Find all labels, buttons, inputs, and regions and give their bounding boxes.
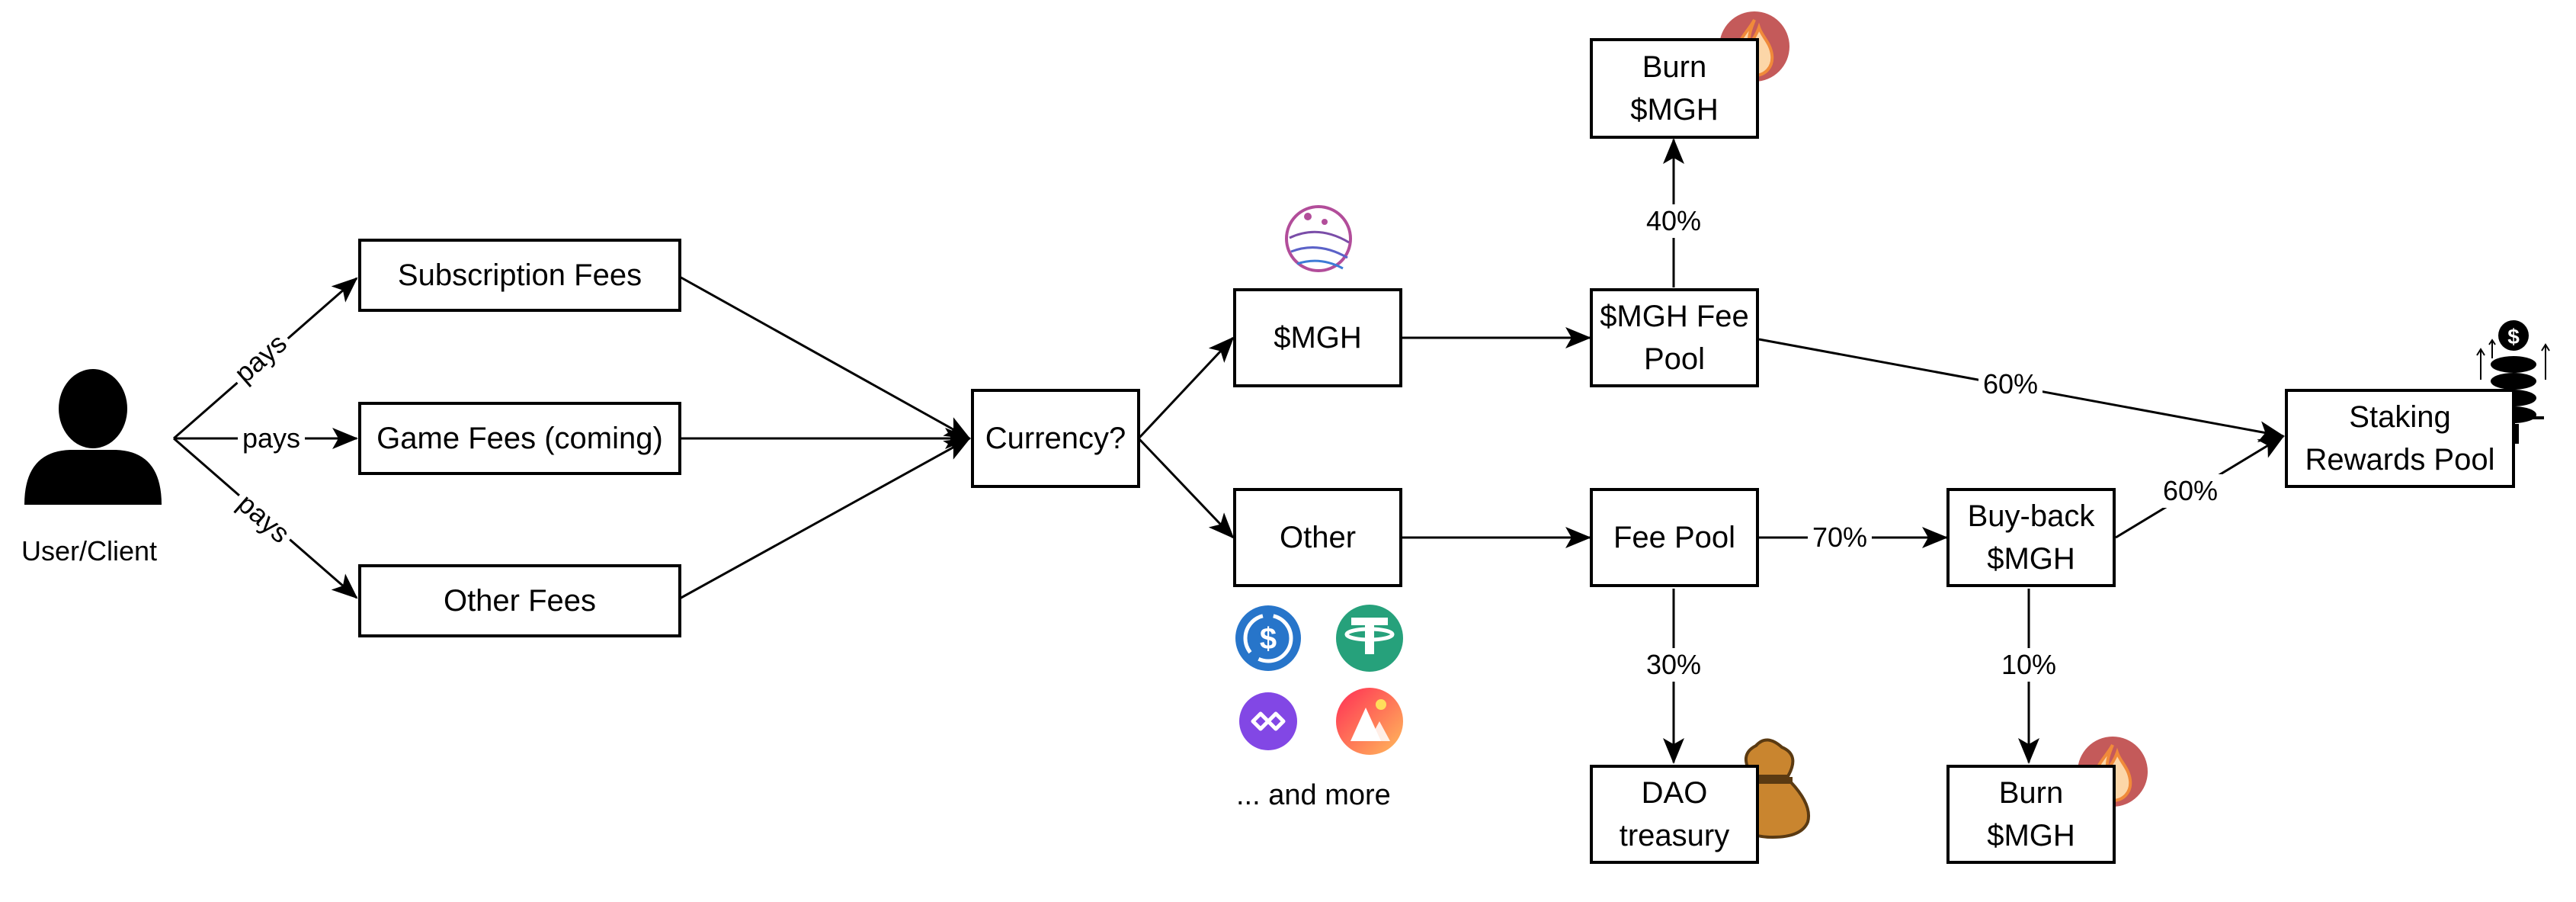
mgh-fee-pool-line1: $MGH Fee (1600, 300, 1749, 333)
staking-rewards-node: Staking Rewards Pool (2285, 389, 2515, 488)
game-fees-node: Game Fees (coming) (358, 402, 681, 475)
edge-other-currency (678, 437, 971, 601)
buyback-line1: Buy-back (1967, 499, 2095, 533)
burn-top-line2: $MGH (1630, 93, 1719, 127)
other-currency-label: Other (1279, 521, 1357, 554)
edge-currency-mgh (1137, 336, 1235, 440)
user-label: User/Client (21, 535, 158, 567)
fee-pool-node: Fee Pool (1590, 488, 1759, 587)
other-currency-node: Other (1233, 488, 1402, 587)
mgh-fee-pool-line2: Pool (1643, 342, 1706, 376)
edge-label-10: 10% (1996, 648, 2062, 682)
edge-label-60-bottom: 60% (2158, 474, 2223, 508)
currency-label: Currency? (985, 422, 1126, 455)
svg-text:$: $ (2507, 325, 2520, 348)
svg-text:$: $ (1260, 622, 1277, 656)
burn-bottom-line1: Burn (1998, 776, 2064, 810)
staking-line1: Staking (2349, 400, 2451, 434)
edge-label-30: 30% (1641, 648, 1706, 682)
buyback-line2: $MGH (1987, 542, 2075, 576)
usdc-coin-icon: $ (1235, 605, 1301, 671)
buyback-node: Buy-back $MGH (1946, 488, 2116, 587)
game-fees-label: Game Fees (coming) (376, 422, 663, 455)
burn-top-node: Burn $MGH (1590, 38, 1759, 139)
subscription-fees-node: Subscription Fees (358, 239, 681, 312)
dao-treasury-node: DAO treasury (1590, 765, 1759, 864)
currency-node: Currency? (971, 389, 1140, 488)
staking-line2: Rewards Pool (2305, 443, 2495, 477)
dao-line2: treasury (1619, 819, 1730, 852)
other-fees-label: Other Fees (443, 584, 597, 618)
mgh-fee-pool-node: $MGH Fee Pool (1590, 288, 1759, 387)
subscription-fees-label: Subscription Fees (397, 258, 642, 292)
and-more-label: ... and more (1236, 779, 1391, 811)
edge-label-70: 70% (1807, 521, 1873, 554)
tether-coin-icon (1336, 605, 1403, 672)
burn-bottom-node: Burn $MGH (1946, 765, 2116, 864)
edge-label-40: 40% (1641, 204, 1706, 238)
polygon-coin-icon (1239, 692, 1297, 750)
fee-pool-label: Fee Pool (1613, 521, 1736, 554)
other-fees-node: Other Fees (358, 564, 681, 637)
edge-currency-other (1137, 437, 1235, 539)
decentraland-coin-icon (1336, 688, 1403, 755)
mgh-node: $MGH (1233, 288, 1402, 387)
edge-label-60-top: 60% (1978, 368, 2043, 401)
burn-bottom-line2: $MGH (1987, 819, 2075, 852)
person-icon (24, 369, 162, 505)
mgh-globe-logo-icon (1285, 205, 1352, 272)
mgh-label: $MGH (1274, 321, 1362, 355)
edge-label-pays-game: pays (237, 422, 306, 455)
dao-line1: DAO (1641, 776, 1708, 810)
edge-subscription-currency (678, 274, 971, 440)
burn-top-line1: Burn (1642, 50, 1707, 84)
